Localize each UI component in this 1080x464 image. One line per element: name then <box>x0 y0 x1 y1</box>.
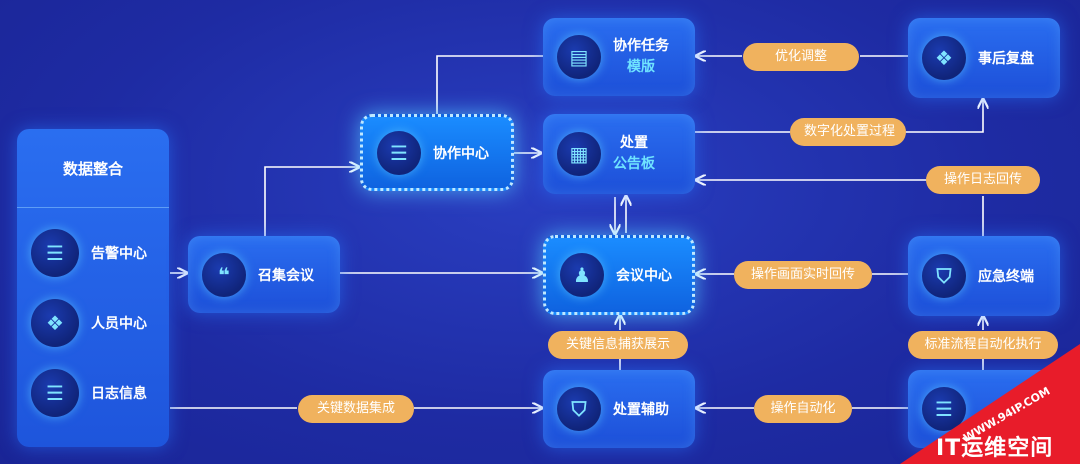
panel-item-personnel-center[interactable]: ❖ 人员中心 <box>31 299 147 347</box>
label-key-info-capture: 关键信息捕获展示 <box>548 331 688 359</box>
node-emergency-terminal[interactable]: ⛉ 应急终端 <box>908 236 1060 316</box>
node-disposal-bulletin[interactable]: ▦ 处置 公告板 <box>543 114 695 194</box>
node-sublabel: 公告板 <box>613 156 655 172</box>
chat-bubble-icon: ❝ <box>202 252 246 297</box>
label-standard-flow: 标准流程自动化执行 <box>908 331 1058 359</box>
panel-item-log-info[interactable]: ☰ 日志信息 <box>31 369 147 417</box>
server-stack-icon: ☰ <box>31 229 79 277</box>
node-label: 协作中心 <box>433 145 489 162</box>
node-sublabel: 模版 <box>627 59 655 75</box>
log-stack-icon: ☰ <box>31 369 79 417</box>
shield-icon: ⛉ <box>922 254 966 298</box>
server-stack-icon: ☰ <box>922 387 966 431</box>
node-label: 事后复盘 <box>978 51 1034 67</box>
arrow-convene-to-coop <box>264 167 358 236</box>
node-label: 处置 <box>620 135 648 151</box>
arrow-template-to-coop <box>437 55 545 127</box>
panel-item-alert-center[interactable]: ☰ 告警中心 <box>31 229 147 277</box>
board-icon: ▦ <box>557 132 601 176</box>
label-digitize-process: 数字化处置过程 <box>790 118 906 146</box>
document-icon: ▤ <box>557 35 601 79</box>
node-post-review[interactable]: ❖ 事后复盘 <box>908 18 1060 98</box>
watermark-ribbon: WWW.94IP.COM IT运维空间 <box>900 340 1080 464</box>
node-label: 协作任务 <box>613 38 669 54</box>
node-collaboration-center[interactable]: ☰ 协作中心 <box>360 114 514 191</box>
node-label: 处置辅助 <box>613 402 669 418</box>
label-screen-return: 操作画面实时回传 <box>734 261 872 289</box>
server-stack-icon: ☰ <box>377 130 421 175</box>
arrow-bulletin-to-postmortem <box>695 100 983 133</box>
node-meeting-center[interactable]: ♟ 会议中心 <box>543 235 695 315</box>
label-operation-automation: 操作自动化 <box>754 395 852 423</box>
panel-item-label: 告警中心 <box>91 246 147 262</box>
label-optimize-adjust: 优化调整 <box>743 43 859 71</box>
label-key-data-integration: 关键数据集成 <box>298 395 414 423</box>
panel-title: 数据整合 <box>17 129 169 208</box>
people-cubes-icon: ❖ <box>31 299 79 347</box>
node-disposal-assist[interactable]: ⛉ 处置辅助 <box>543 370 695 448</box>
panel-item-label: 人员中心 <box>91 316 147 332</box>
shield-icon: ⛉ <box>557 387 601 431</box>
node-label: 会议中心 <box>616 268 672 284</box>
cubes-icon: ❖ <box>922 36 966 80</box>
data-integration-panel: 数据整合 ☰ 告警中心 ❖ 人员中心 ☰ 日志信息 <box>17 129 169 447</box>
panel-item-label: 日志信息 <box>91 386 147 402</box>
node-label: 召集会议 <box>258 267 314 284</box>
node-convene-meeting[interactable]: ❝ 召集会议 <box>188 236 340 313</box>
node-label: 应急终端 <box>978 269 1034 285</box>
watermark-brand: IT运维空间 <box>936 436 1054 461</box>
node-collaboration-template[interactable]: ▤ 协作任务 模版 <box>543 18 695 96</box>
label-log-return: 操作日志回传 <box>926 166 1040 194</box>
meeting-people-icon: ♟ <box>560 253 604 297</box>
